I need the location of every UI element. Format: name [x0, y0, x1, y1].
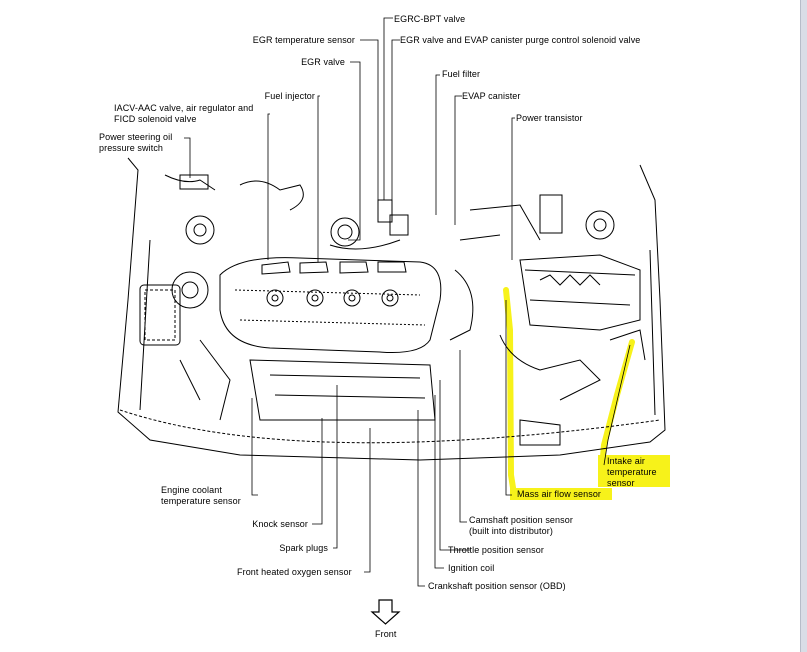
throttle-position-sensor-label: Throttle position sensor — [448, 545, 544, 555]
iacv-aac-valve-label: IACV-AAC valve, air regulator and FICD s… — [114, 103, 254, 124]
front-heated-oxygen-sensor-label: Front heated oxygen sensor — [237, 567, 352, 577]
leader-lines-top — [184, 17, 515, 262]
ignition-coil-label: Ignition coil — [448, 563, 495, 573]
left-components — [139, 174, 304, 421]
fuel-injector-label: Fuel injector — [264, 91, 315, 101]
power-transistor-label: Power transistor — [516, 113, 583, 123]
egr-temperature-sensor-label: EGR temperature sensor — [252, 35, 355, 45]
egrc-bpt-valve-label: EGRC-BPT valve — [394, 14, 466, 24]
egr-cluster — [329, 199, 409, 250]
down-arrow-icon — [370, 599, 401, 625]
egr-valve-label: EGR valve — [301, 57, 345, 67]
egr-valve-evap-solenoid-label: EGR valve and EVAP canister purge contro… — [400, 35, 641, 45]
knock-sensor-label: Knock sensor — [252, 519, 308, 529]
front-label: Front — [375, 629, 397, 639]
iat-highlight-box — [598, 455, 670, 487]
crankshaft-position-sensor-label: Crankshaft position sensor (OBD) — [428, 581, 566, 591]
body-outline — [117, 157, 666, 461]
power-steering-oil-pressure-switch-label: Power steering oil pressure switch — [99, 132, 173, 153]
right-components — [449, 194, 646, 446]
camshaft-position-sensor-label: Camshaft position sensor (built into dis… — [469, 515, 573, 536]
engine-coolant-temperature-sensor-label: Engine coolant temperature sensor — [161, 485, 241, 506]
engine-block — [219, 257, 442, 421]
intake-air-temperature-sensor-label: Intake air temperature sensor — [607, 456, 657, 488]
leader-lines-bottom — [251, 300, 631, 587]
mass-air-flow-sensor-label: Mass air flow sensor — [515, 489, 604, 500]
window-edge — [800, 0, 807, 652]
spark-plugs-label: Spark plugs — [279, 543, 328, 553]
fuel-filter-label: Fuel filter — [442, 69, 481, 79]
maf-highlight-line — [503, 287, 517, 497]
evap-canister-label: EVAP canister — [462, 91, 521, 101]
